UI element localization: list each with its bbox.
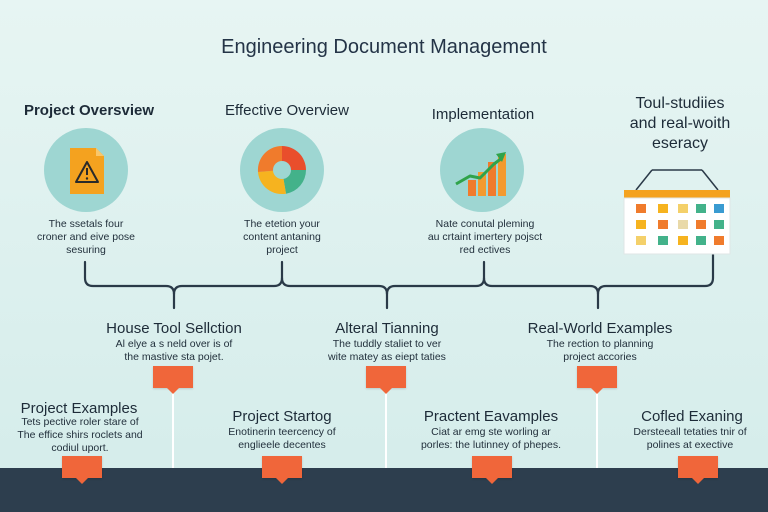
mid-desc-3-line-2: project accories [563, 351, 637, 363]
mid-heading-3: Real-World Examples [527, 320, 673, 337]
page-title: Engineering Document Management [221, 36, 547, 58]
bottom-desc-4: Dersteeall tetaties tnir of polines at e… [616, 426, 764, 452]
top-desc-1-line-1: The ssetals four [48, 218, 124, 230]
bottom-desc-3-line-1: Ciat ar emg ste worling ar [431, 426, 551, 438]
top-desc-2-line-3: project [266, 244, 298, 256]
bottom-tag-2 [262, 456, 302, 484]
bottom-desc-4-line-1: Dersteeall tetaties tnir of [633, 426, 747, 438]
mid-heading-2: Alteral Tianning [335, 320, 439, 337]
top-desc-3-line-2: au crtaint imertery pojsct [427, 231, 543, 243]
doc-icon-circle [44, 128, 128, 212]
bottom-desc-1-line-2: The effice shirs roclets and [17, 429, 143, 441]
mid-desc-2: The tuddly staliet to ver wite matey as … [302, 338, 472, 364]
bottom-desc-2-line-2: englieele decentes [238, 439, 326, 451]
top-desc-1-line-3: sesuring [66, 244, 106, 256]
mid-desc-1: Al elye a s neld over is of the mastive … [92, 338, 256, 364]
pie-chart-icon [257, 145, 307, 195]
bottom-desc-1-line-1: Tets pective roler stare of [21, 416, 139, 428]
top-heading-2: Effective Overview [225, 102, 349, 119]
top-desc-2: The etetion your content antaning projec… [198, 218, 366, 257]
top-heading-4-line-1: Toul-studiies [635, 95, 725, 112]
warning-document-icon [70, 148, 104, 194]
mid-desc-3-line-1: The rection to planning [546, 338, 654, 350]
pie-icon-circle [240, 128, 324, 212]
timeline-base-bar [0, 468, 768, 512]
mid-tag-3 [577, 366, 617, 394]
top-heading-1: Project Oversview [23, 102, 155, 119]
mid-heading-1: House Tool Sellction [106, 320, 242, 337]
growth-icon-circle [440, 128, 524, 212]
top-heading-4-line-3: eseracy [651, 135, 709, 152]
top-desc-1-line-2: croner and eive pose [36, 231, 136, 243]
mid-tag-2 [366, 366, 406, 394]
bottom-desc-1: Tets pective roler stare of The effice s… [0, 416, 160, 455]
bottom-desc-2-line-1: Enotinerin teercency of [228, 426, 336, 438]
top-heading-3: Implementation [431, 106, 535, 123]
growth-chart-icon [455, 152, 506, 196]
top-heading-4-line-2: and real-woith [629, 115, 731, 132]
mid-tag-1 [153, 366, 193, 394]
bottom-desc-3: Ciat ar emg ste worling ar porles: the l… [402, 426, 580, 452]
top-desc-3: Nate conutal pleming au crtaint imertery… [402, 218, 568, 257]
bottom-desc-4-line-2: polines at exective [646, 439, 734, 451]
bottom-desc-1-line-3: codiul uport. [51, 442, 109, 454]
top-heading-4: Toul-studiies and real-woith eseracy [612, 94, 748, 154]
top-desc-2-line-1: The etetion your [244, 218, 320, 230]
top-desc-3-line-3: red ectives [459, 244, 511, 256]
bottom-desc-3-line-2: porles: the lutinney of phepes. [420, 439, 562, 451]
mid-desc-2-line-2: wite matey as eiept taties [328, 351, 446, 363]
mid-desc-1-line-1: Al elye a s neld over is of [115, 338, 233, 350]
top-desc-1: The ssetals four croner and eive pose se… [0, 218, 172, 257]
mid-desc-2-line-1: The tuddly staliet to ver [332, 338, 442, 350]
top-desc-2-line-2: content antaning [243, 231, 321, 243]
bottom-tag-3 [472, 456, 512, 484]
mid-desc-3: The rection to planning project accories [518, 338, 682, 364]
mid-desc-1-line-2: the mastive sta pojet. [124, 351, 224, 363]
bottom-heading-1: Project Examples [20, 400, 138, 417]
calendar-board-icon [623, 169, 731, 255]
bottom-heading-3: Practent Eavamples [423, 408, 559, 425]
bottom-heading-4: Cofled Exaning [641, 408, 743, 425]
bottom-tag-4 [678, 456, 718, 484]
bottom-tag-1 [62, 456, 102, 484]
bottom-desc-2: Enotinerin teercency of englieele decent… [204, 426, 360, 452]
top-desc-3-line-1: Nate conutal pleming [435, 218, 535, 230]
bottom-heading-2: Project Startog [232, 408, 332, 425]
